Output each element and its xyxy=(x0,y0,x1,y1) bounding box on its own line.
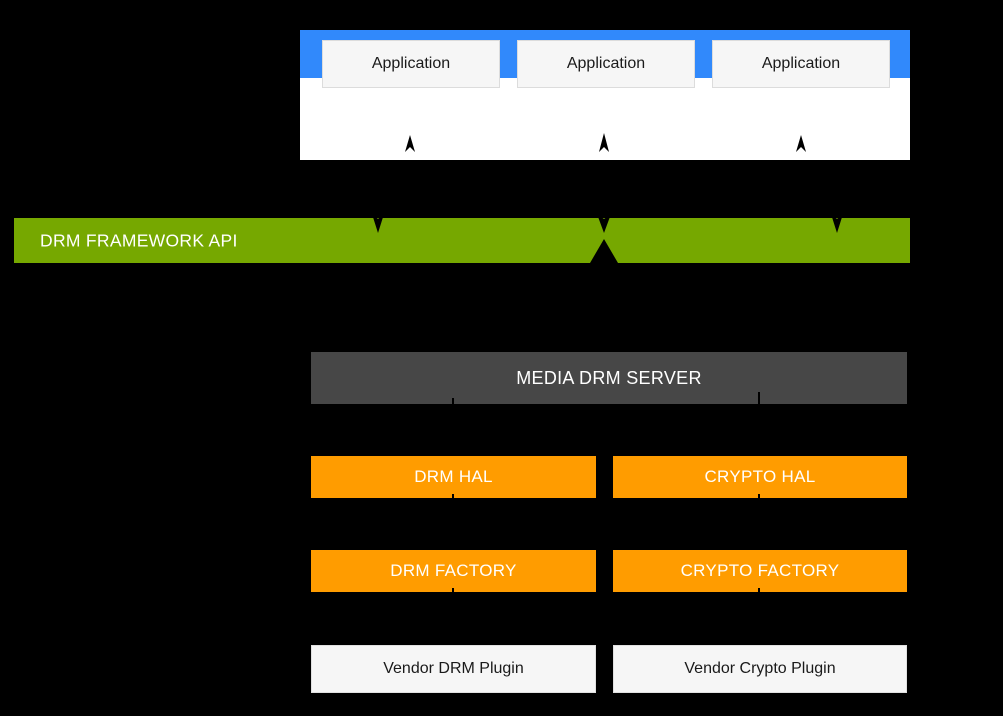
crypto-hal-box[interactable]: CRYPTO HAL xyxy=(613,456,907,498)
applications-body xyxy=(300,78,910,160)
application-box-2[interactable]: Application xyxy=(517,40,695,88)
application-box-1[interactable]: Application xyxy=(322,40,500,88)
drm-framework-api-label: DRM FRAMEWORK API xyxy=(40,230,238,250)
vendor-drm-plugin-box[interactable]: Vendor DRM Plugin xyxy=(311,645,596,693)
vendor-crypto-plugin-box[interactable]: Vendor Crypto Plugin xyxy=(613,645,907,693)
media-drm-server-box[interactable]: MEDIA DRM SERVER xyxy=(311,352,907,404)
application-box-3[interactable]: Application xyxy=(712,40,890,88)
drm-factory-box[interactable]: DRM FACTORY xyxy=(311,550,596,592)
crypto-factory-box[interactable]: CRYPTO FACTORY xyxy=(613,550,907,592)
drm-hal-box[interactable]: DRM HAL xyxy=(311,456,596,498)
drm-framework-api-bar: DRM FRAMEWORK API xyxy=(14,218,910,263)
